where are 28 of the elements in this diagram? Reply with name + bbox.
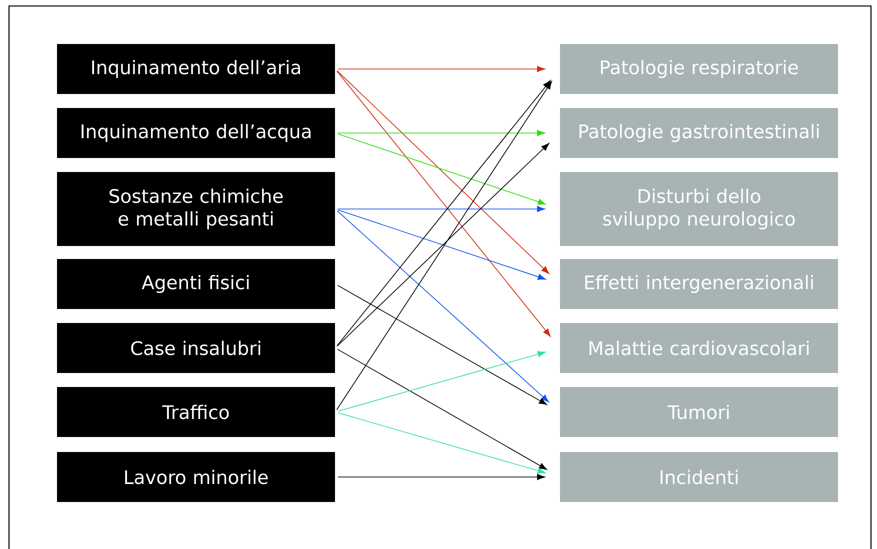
arrow bbox=[336, 81, 552, 410]
effect-box: Patologie gastrointestinali bbox=[560, 108, 838, 158]
effect-box: Tumori bbox=[560, 387, 838, 437]
cause-box: Inquinamento dell’aria bbox=[57, 44, 335, 94]
cause-box: Case insalubri bbox=[57, 322, 335, 373]
cause-box: Traffico bbox=[57, 387, 335, 437]
cause-box: Inquinamento dell’acqua bbox=[57, 108, 335, 158]
effect-box: Malattie cardiovascolari bbox=[560, 322, 838, 373]
arrow bbox=[337, 351, 546, 412]
cause-box: Lavoro minorile bbox=[57, 452, 335, 502]
arrow bbox=[337, 209, 546, 280]
arrow bbox=[337, 284, 548, 405]
effect-box: Effetti intergenerazionali bbox=[560, 258, 838, 309]
effect-box: Patologie respiratorie bbox=[560, 44, 838, 94]
arrow bbox=[336, 210, 549, 402]
arrow bbox=[338, 66, 546, 72]
arrow bbox=[336, 143, 550, 347]
effect-box: Disturbi dello sviluppo neurologico bbox=[560, 172, 838, 246]
effect-box: Incidenti bbox=[560, 452, 838, 502]
arrow bbox=[337, 348, 548, 470]
arrow bbox=[337, 412, 546, 474]
cause-box: Sostanze chimiche e metalli pesanti bbox=[57, 172, 335, 246]
cause-box: Agenti fisici bbox=[57, 258, 335, 309]
arrow bbox=[337, 133, 546, 205]
arrow bbox=[338, 206, 546, 212]
arrow bbox=[336, 70, 550, 274]
arrow bbox=[338, 130, 546, 136]
arrow bbox=[338, 474, 546, 480]
